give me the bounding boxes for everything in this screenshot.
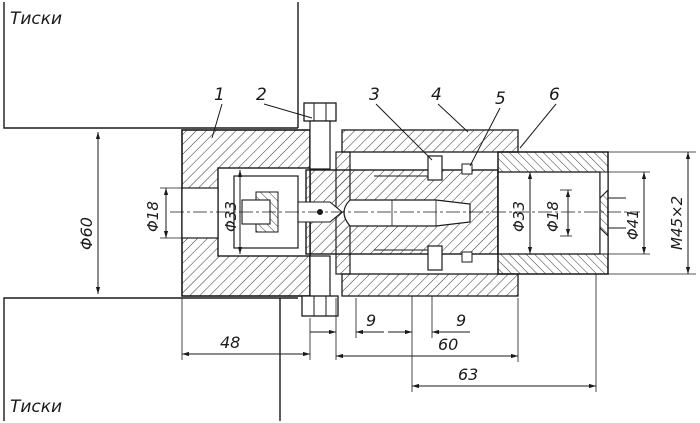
clamp-bolt-bottom: [301, 255, 339, 317]
dim-len-48-label: 48: [220, 333, 240, 352]
dim-len-9-b-label: 9: [456, 311, 466, 330]
dim-dia-18-left-label: Φ18: [144, 201, 162, 232]
part-callouts: 1 2 3 4 5 6: [211, 85, 560, 167]
dimension-len-9-b: 9: [388, 296, 470, 392]
clamp-bolt-top: [303, 102, 337, 170]
dim-thread-label: M45×2: [668, 196, 686, 250]
dimension-dia-33-left: Φ33: [222, 170, 243, 254]
dim-len-60-label: 60: [438, 335, 458, 354]
dimension-dia-41: Φ41: [608, 171, 650, 255]
part-number-5: 5: [495, 89, 506, 109]
part-number-2: 2: [256, 85, 267, 105]
dimension-len-60: 60: [336, 298, 519, 362]
part-number-4: 4: [431, 85, 442, 105]
dim-dia-60-label: Φ60: [77, 217, 96, 250]
dim-dia-41-label: Φ41: [624, 209, 642, 240]
dimension-dia-33-right: Φ33: [510, 172, 533, 254]
dim-dia-33-left-label: Φ33: [222, 201, 240, 232]
vise-label-top: Тиски: [10, 9, 62, 29]
vise-jaw-top: Тиски: [3, 2, 299, 129]
dimension-dia-18-right: Φ18: [544, 189, 572, 237]
part-number-1: 1: [214, 85, 225, 105]
dim-len-63-label: 63: [458, 365, 478, 384]
dim-dia-33-right-label: Φ33: [510, 201, 528, 232]
threaded-nut: [497, 151, 626, 275]
vise-jaw-bottom: Тиски: [3, 297, 298, 421]
vise-label-bottom: Тиски: [10, 397, 62, 417]
dimension-len-48: 48: [181, 298, 311, 360]
dim-len-9-a-label: 9: [366, 311, 376, 330]
dimension-dia-18-left: Φ18: [144, 187, 188, 239]
dimension-len-9-a: 9: [310, 298, 384, 360]
dim-dia-18-right-label: Φ18: [544, 201, 562, 232]
part-number-3: 3: [369, 85, 380, 105]
dimension-len-63: 63: [412, 274, 597, 392]
dimension-dia-60: Φ60: [77, 132, 101, 294]
part-number-6: 6: [549, 85, 560, 105]
bearing-rings: [374, 155, 473, 271]
dimension-thread: M45×2: [608, 151, 696, 275]
